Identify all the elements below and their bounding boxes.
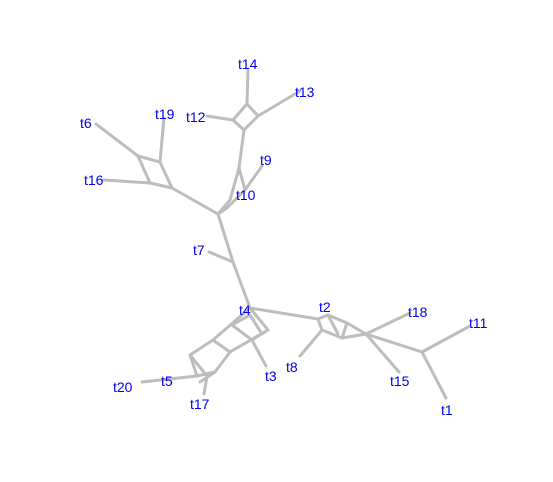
edge — [94, 122, 140, 158]
edge — [248, 313, 264, 336]
tip-label-t15: t15 — [390, 373, 410, 389]
edge — [140, 374, 199, 384]
edge — [136, 154, 152, 185]
tip-label-t4: t4 — [239, 302, 251, 318]
edge — [158, 116, 166, 164]
edge — [216, 206, 229, 216]
edge — [256, 89, 302, 118]
edge — [243, 164, 264, 192]
tip-label-t19: t19 — [155, 106, 175, 122]
edge — [298, 328, 324, 358]
tip-label-t6: t6 — [80, 115, 92, 131]
edge — [231, 260, 252, 310]
edge — [158, 160, 174, 190]
tip-label-t10: t10 — [236, 187, 256, 203]
edge — [202, 374, 209, 396]
edge — [326, 313, 340, 336]
edge — [420, 350, 448, 400]
edge — [188, 338, 215, 357]
tip-labels: t14 t13 t12 t19 t6 t9 t16 t10 t7 t4 t2 t… — [80, 56, 488, 418]
tip-label-t11: t11 — [469, 315, 488, 331]
tip-label-t1: t1 — [441, 402, 453, 418]
edge — [188, 353, 209, 378]
edge — [216, 212, 235, 264]
edge — [316, 313, 330, 321]
tip-label-t16: t16 — [84, 172, 104, 188]
edge — [213, 350, 232, 374]
edge — [228, 166, 241, 202]
edge — [364, 332, 401, 374]
edge — [242, 114, 260, 132]
edge — [326, 313, 349, 325]
tip-label-t2: t2 — [319, 299, 331, 315]
edge — [237, 128, 246, 170]
edge — [248, 306, 270, 332]
tip-label-t3: t3 — [265, 368, 277, 384]
edge — [231, 118, 246, 132]
edge — [205, 114, 235, 122]
edge — [364, 311, 412, 336]
edge — [170, 186, 220, 216]
edge — [102, 178, 152, 185]
tip-label-t12: t12 — [186, 109, 206, 125]
edge — [248, 306, 320, 321]
tip-label-t20: t20 — [113, 379, 133, 395]
tip-label-t13: t13 — [295, 84, 315, 100]
edge — [345, 321, 368, 336]
edge — [230, 313, 252, 327]
edge — [148, 181, 174, 190]
edge — [250, 338, 268, 368]
edge — [225, 188, 247, 210]
tip-label-t17: t17 — [190, 396, 210, 412]
edge — [136, 154, 162, 164]
edge — [364, 332, 424, 354]
edge — [316, 317, 324, 332]
edge — [245, 68, 250, 106]
tip-label-t8: t8 — [286, 359, 298, 375]
network-edges — [94, 68, 472, 400]
edge — [237, 166, 247, 192]
edge — [211, 338, 232, 354]
edge — [207, 250, 235, 264]
tip-label-t14: t14 — [238, 56, 258, 72]
edge — [420, 324, 472, 354]
edge — [231, 102, 249, 122]
edge — [230, 323, 254, 342]
edge — [320, 328, 344, 340]
edge — [340, 332, 368, 340]
edge — [245, 102, 260, 118]
tip-label-t9: t9 — [260, 152, 272, 168]
edge — [250, 328, 270, 342]
edge — [340, 321, 349, 340]
tip-label-t18: t18 — [408, 304, 428, 320]
tip-label-t5: t5 — [161, 373, 173, 389]
tip-label-t7: t7 — [193, 242, 205, 258]
